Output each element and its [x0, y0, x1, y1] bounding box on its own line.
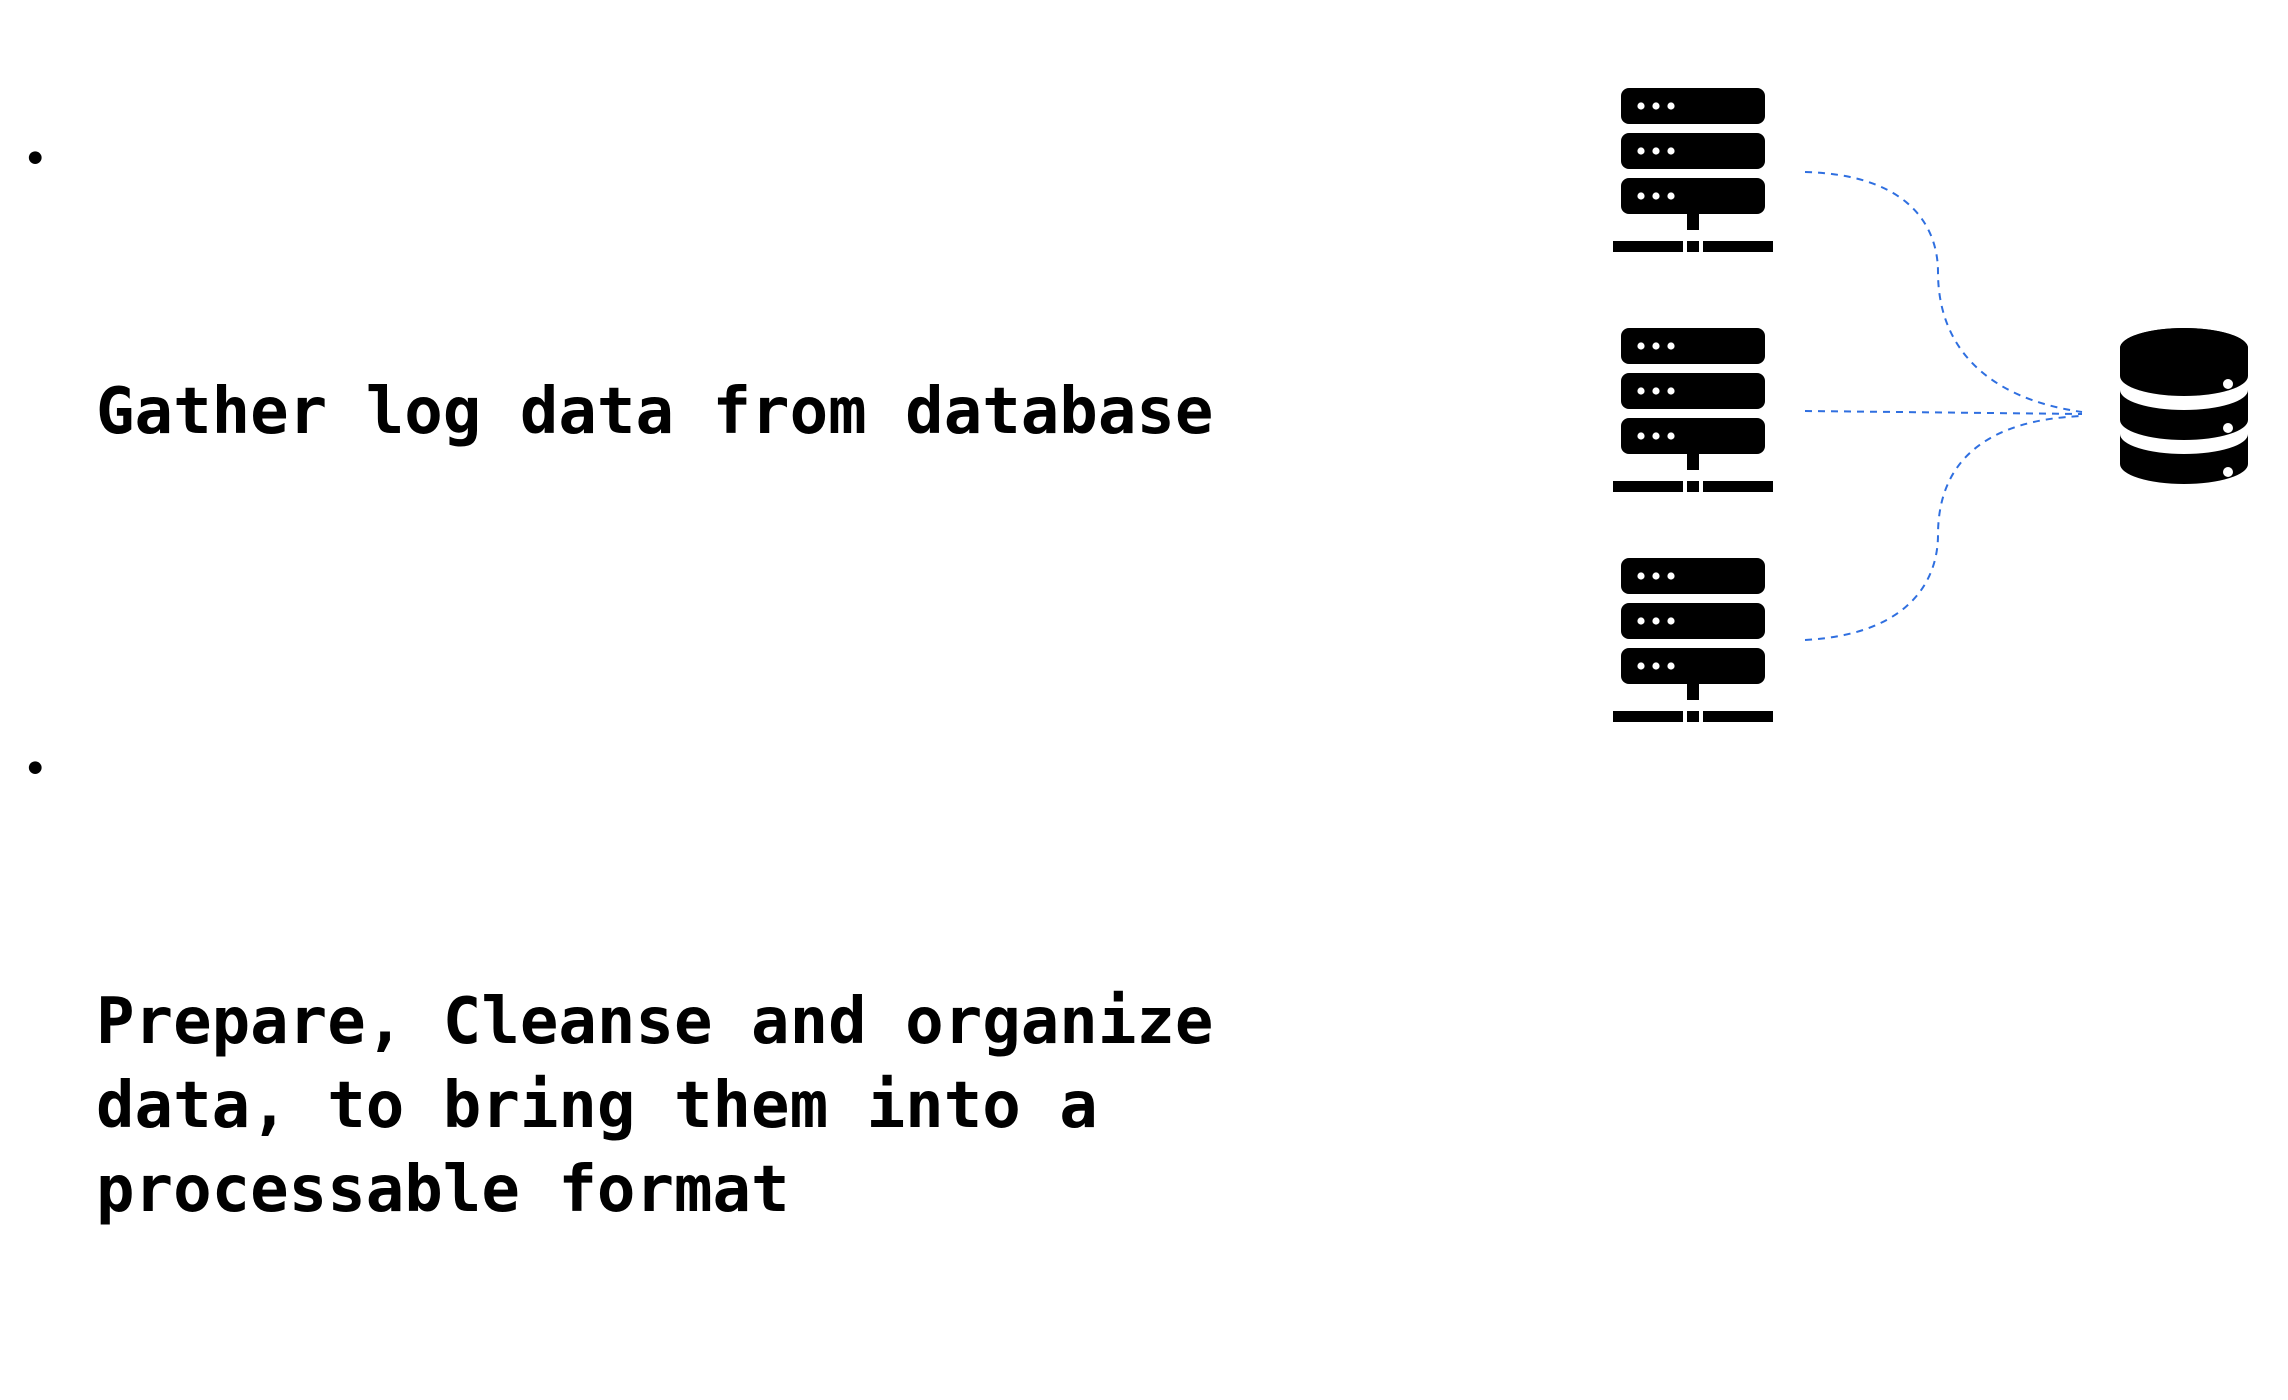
connector-line	[1804, 415, 2083, 641]
bullet-item-gather: • Gather log data from database	[22, 118, 1346, 622]
bullet-item-prepare: • Prepare, Cleanse and organize data, to…	[22, 728, 1346, 1400]
connectors	[1804, 171, 2083, 641]
bullet-list: • Gather log data from database • Prepar…	[22, 118, 1346, 1400]
connector-line	[1804, 410, 2083, 415]
server-rack-icon	[1613, 88, 1773, 252]
database-icon	[2120, 328, 2248, 484]
bullet-dot-icon: •	[22, 744, 49, 795]
server-rack-icon	[1613, 328, 1773, 492]
bullet-text-gather: Gather log data from database	[96, 375, 1214, 449]
server-rack-icon	[1613, 558, 1773, 722]
bullet-dot-icon: •	[22, 134, 49, 185]
connector-line	[1804, 171, 2083, 413]
bullet-text-prepare: Prepare, Cleanse and organize data, to b…	[96, 985, 1214, 1227]
